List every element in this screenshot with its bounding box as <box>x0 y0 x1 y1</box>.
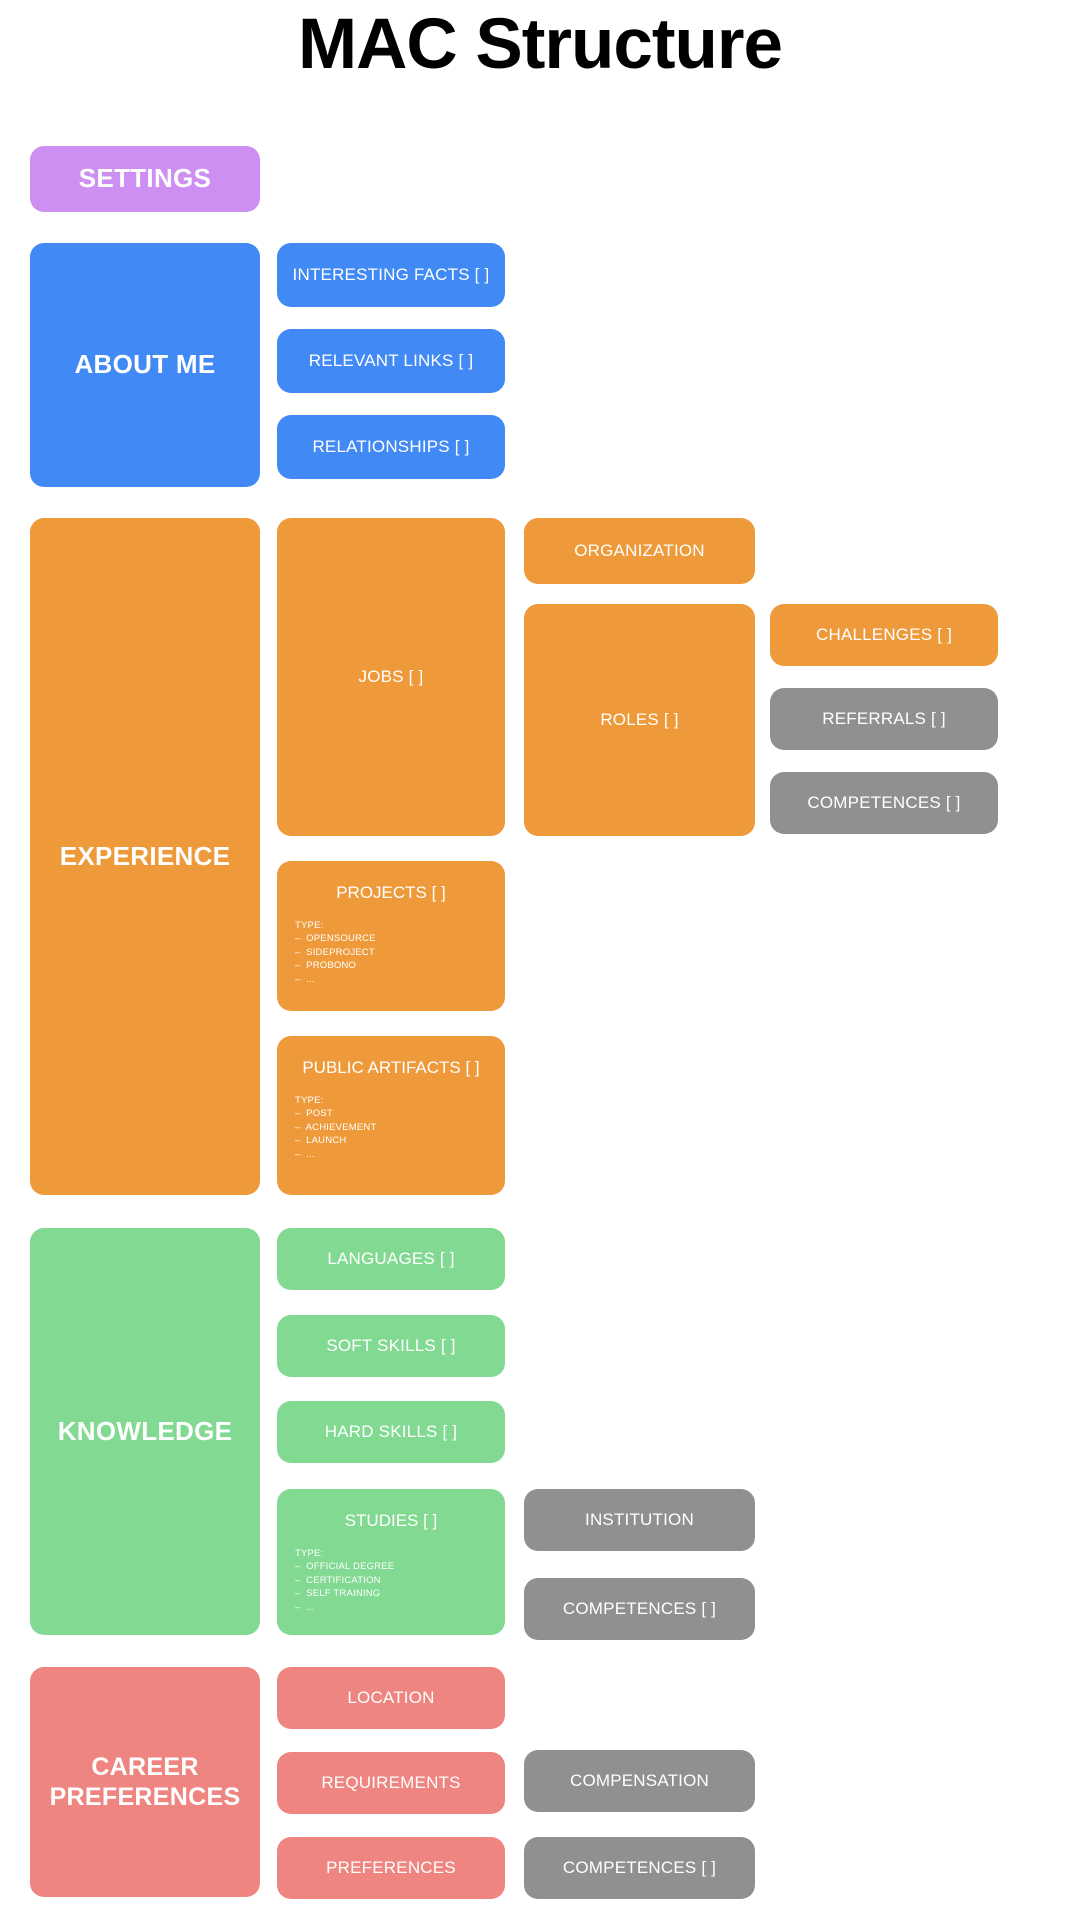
node-institution[interactable]: INSTITUTION <box>524 1489 755 1551</box>
node-studies-type-item: – ... <box>295 1601 315 1613</box>
node-languages-label: LANGUAGES [ ] <box>327 1249 455 1268</box>
node-compensation[interactable]: COMPENSATION <box>524 1750 755 1812</box>
node-location[interactable]: LOCATION <box>277 1667 505 1729</box>
node-projects-type-heading: TYPE: <box>295 920 324 931</box>
node-studies-type-heading: TYPE: <box>295 1548 324 1559</box>
node-public-artifacts-type-item: – POST <box>295 1108 333 1120</box>
node-challenges-label: CHALLENGES [ ] <box>815 625 952 644</box>
node-competences-career[interactable]: COMPETENCES [ ] <box>524 1837 755 1899</box>
node-public-artifacts-type-item: – LAUNCH <box>295 1135 347 1147</box>
node-organization-label: ORGANIZATION <box>574 541 705 560</box>
node-roles-label: ROLES [ ] <box>600 710 679 729</box>
node-projects-type-list: TYPE: – OPENSOURCE – SIDEPROJECT – PROBO… <box>277 919 505 986</box>
node-public-artifacts-type-list: TYPE: – POST – ACHIEVEMENT – LAUNCH – ..… <box>277 1094 505 1161</box>
node-competences-studies[interactable]: COMPETENCES [ ] <box>524 1578 755 1640</box>
node-preferences-label: PREFERENCES <box>326 1858 456 1877</box>
node-studies-type-item: – OFFICIAL DEGREE <box>295 1561 395 1573</box>
node-projects-type-item: – ... <box>295 973 315 985</box>
node-career-preferences-label: CAREER PREFERENCES <box>49 1752 241 1812</box>
node-jobs-label: JOBS [ ] <box>358 667 424 686</box>
node-preferences[interactable]: PREFERENCES <box>277 1837 505 1899</box>
node-experience-label: EXPERIENCE <box>59 840 231 871</box>
node-compensation-label: COMPENSATION <box>569 1771 710 1790</box>
node-relationships-label: RELATIONSHIPS [ ] <box>312 437 470 456</box>
node-public-artifacts-type-item: – ... <box>295 1148 315 1160</box>
node-experience[interactable]: EXPERIENCE <box>30 518 260 1195</box>
node-requirements-label: REQUIREMENTS <box>321 1773 461 1792</box>
node-competences-experience[interactable]: COMPETENCES [ ] <box>770 772 998 834</box>
node-soft-skills-label: SOFT SKILLS [ ] <box>326 1336 456 1355</box>
node-hard-skills-label: HARD SKILLS [ ] <box>324 1422 458 1441</box>
node-studies-type-item: – SELF TRAINING <box>295 1588 381 1600</box>
node-competences-studies-label: COMPETENCES [ ] <box>562 1599 717 1618</box>
node-studies-type-list: TYPE: – OFFICIAL DEGREE – CERTIFICATION … <box>277 1547 505 1614</box>
node-public-artifacts[interactable]: PUBLIC ARTIFACTS [ ] TYPE: – POST – ACHI… <box>277 1036 505 1195</box>
node-projects-label: PROJECTS [ ] <box>336 883 446 902</box>
node-requirements[interactable]: REQUIREMENTS <box>277 1752 505 1814</box>
node-studies[interactable]: STUDIES [ ] TYPE: – OFFICIAL DEGREE – CE… <box>277 1489 505 1635</box>
node-referrals-label: REFERRALS [ ] <box>822 709 946 728</box>
node-interesting-facts[interactable]: INTERESTING FACTS [ ] <box>277 243 505 307</box>
node-projects[interactable]: PROJECTS [ ] TYPE: – OPENSOURCE – SIDEPR… <box>277 861 505 1011</box>
node-relevant-links-label: RELEVANT LINKS [ ] <box>308 351 474 370</box>
node-knowledge[interactable]: KNOWLEDGE <box>30 1228 260 1635</box>
node-jobs[interactable]: JOBS [ ] <box>277 518 505 836</box>
node-studies-type-item: – CERTIFICATION <box>295 1574 381 1586</box>
node-location-label: LOCATION <box>347 1688 435 1707</box>
node-organization[interactable]: ORGANIZATION <box>524 518 755 584</box>
node-relationships[interactable]: RELATIONSHIPS [ ] <box>277 415 505 479</box>
node-competences-career-label: COMPETENCES [ ] <box>562 1858 717 1877</box>
node-career-preferences[interactable]: CAREER PREFERENCES <box>30 1667 260 1897</box>
node-soft-skills[interactable]: SOFT SKILLS [ ] <box>277 1315 505 1377</box>
node-languages[interactable]: LANGUAGES [ ] <box>277 1228 505 1290</box>
node-challenges[interactable]: CHALLENGES [ ] <box>770 604 998 666</box>
page-title: MAC Structure <box>297 5 783 84</box>
node-about-me[interactable]: ABOUT ME <box>30 243 260 487</box>
node-competences-experience-label: COMPETENCES [ ] <box>807 793 961 812</box>
node-public-artifacts-type-item: – ACHIEVEMENT <box>295 1121 377 1133</box>
node-roles[interactable]: ROLES [ ] <box>524 604 755 836</box>
node-relevant-links[interactable]: RELEVANT LINKS [ ] <box>277 329 505 393</box>
node-projects-type-item: – OPENSOURCE <box>295 933 376 945</box>
node-referrals[interactable]: REFERRALS [ ] <box>770 688 998 750</box>
node-interesting-facts-label: INTERESTING FACTS [ ] <box>292 265 490 284</box>
node-about-me-label: ABOUT ME <box>74 349 216 380</box>
node-settings-label: SETTINGS <box>78 163 212 194</box>
node-public-artifacts-type-heading: TYPE: <box>295 1095 324 1106</box>
node-studies-label: STUDIES [ ] <box>344 1511 438 1530</box>
node-settings[interactable]: SETTINGS <box>30 146 260 212</box>
node-projects-type-item: – PROBONO <box>295 960 357 972</box>
node-projects-type-item: – SIDEPROJECT <box>295 946 375 958</box>
node-hard-skills[interactable]: HARD SKILLS [ ] <box>277 1401 505 1463</box>
node-knowledge-label: KNOWLEDGE <box>57 1415 233 1446</box>
node-institution-label: INSTITUTION <box>585 1510 694 1529</box>
node-public-artifacts-label: PUBLIC ARTIFACTS [ ] <box>302 1058 480 1077</box>
